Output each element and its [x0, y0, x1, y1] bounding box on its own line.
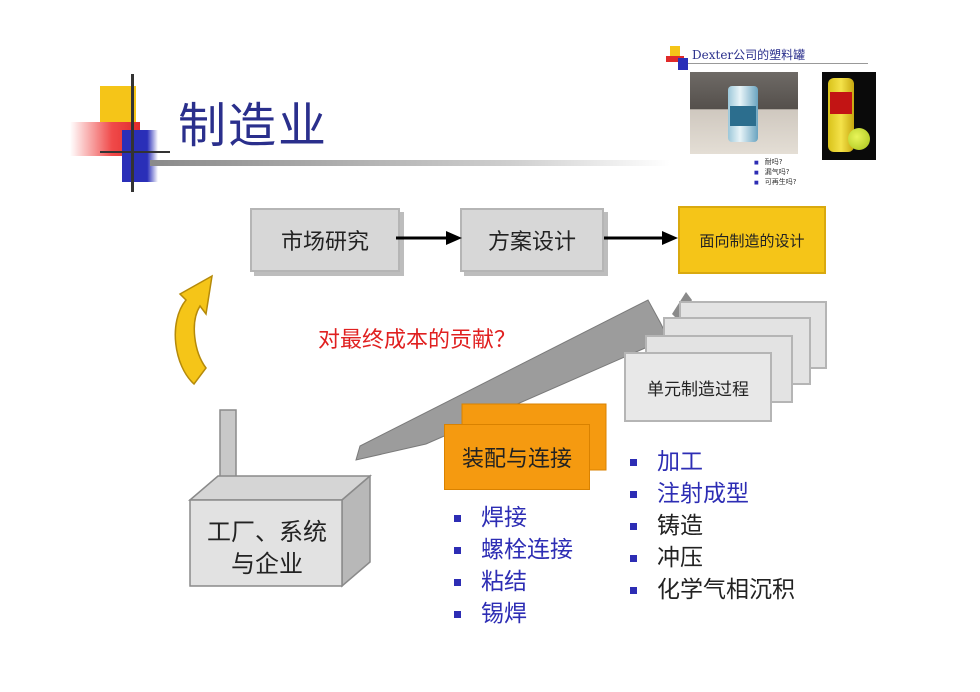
bullet-icon	[454, 578, 461, 586]
bullet-icon	[630, 554, 637, 562]
cycle-arrow	[174, 274, 213, 386]
factory-label-line2: 与企业	[231, 550, 303, 578]
cost-question: 对最终成本的贡献？	[318, 328, 517, 353]
list-item: 冲压	[630, 542, 795, 574]
arrow-head-1	[446, 231, 462, 245]
photo-tennis-balls	[822, 72, 876, 160]
page-title: 制造业	[178, 98, 329, 154]
factory-chimney	[219, 409, 237, 479]
bullet-icon	[454, 610, 461, 618]
title-underline	[150, 160, 670, 166]
list-item: 焊接	[454, 502, 573, 534]
list-item: 铸造	[630, 510, 795, 542]
factory-label-line1: 工厂、系统	[207, 518, 327, 546]
factory-top	[187, 475, 373, 501]
factory-label: 工厂、系统 与企业	[194, 516, 340, 580]
small-bullet-list: 耐吗? 漏气吗? 可再生吗?	[754, 158, 797, 188]
logo-blue-block	[122, 130, 158, 182]
box-unit-process: 单元制造过程	[624, 352, 772, 422]
caption-logo-yellow	[670, 46, 680, 56]
box-dfm: 面向制造的设计	[678, 206, 826, 274]
can-label	[730, 106, 756, 126]
small-bullet-1: 耐吗?	[754, 158, 796, 168]
list-item: 锡焊	[454, 598, 573, 630]
bullet-icon	[454, 546, 461, 554]
ball-1	[848, 128, 870, 150]
assembly-methods-list: 焊接 螺栓连接 粘结 锡焊	[454, 502, 573, 630]
list-item: 粘结	[454, 566, 573, 598]
list-item: 加工	[630, 446, 795, 478]
bullet-icon	[630, 490, 637, 498]
small-bullet-2: 漏气吗?	[754, 168, 796, 178]
list-item: 螺栓连接	[454, 534, 573, 566]
caption-logo-red	[666, 56, 684, 62]
box-assembly: 装配与连接	[444, 424, 590, 490]
arrow-head-2	[662, 231, 678, 245]
bullet-icon	[630, 522, 637, 530]
logo-horizontal-line	[100, 151, 170, 153]
small-bullet-3: 可再生吗?	[754, 178, 797, 188]
caption-logo-line	[688, 63, 868, 64]
bullet-icon	[630, 586, 637, 594]
tube-label	[830, 92, 852, 114]
unit-processes-list: 加工 注射成型 铸造 冲压 化学气相沉积	[630, 446, 795, 606]
box-market-research: 市场研究	[250, 208, 400, 272]
box-concept-design: 方案设计	[460, 208, 604, 272]
corner-caption: Dexter公司的塑料罐	[692, 48, 806, 62]
caption-logo-blue	[678, 58, 688, 70]
photo-plastic-can	[690, 72, 798, 154]
bullet-icon	[454, 514, 461, 522]
factory-front	[189, 499, 343, 587]
bullet-icon	[630, 458, 637, 466]
logo-yellow-block	[100, 86, 136, 122]
logo-vertical-line	[131, 74, 134, 192]
list-item: 注射成型	[630, 478, 795, 510]
list-item: 化学气相沉积	[630, 574, 795, 606]
